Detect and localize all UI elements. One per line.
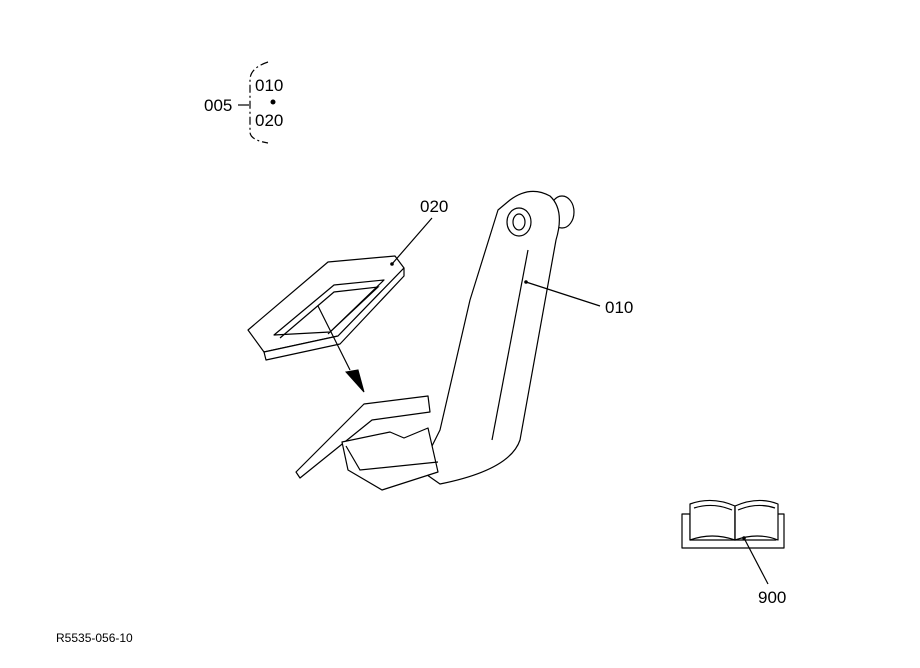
callout-arm-label: 010 [605, 298, 633, 317]
assembly-legend: 005 010 020 [204, 61, 283, 144]
callout-arm: 010 [524, 280, 633, 317]
pedal-pad [247, 255, 405, 361]
drawing-code: R5535-056-10 [56, 631, 133, 645]
assembly-bracket [249, 61, 269, 144]
assembly-member-top: 010 [255, 76, 283, 95]
assembly-group-label: 005 [204, 96, 232, 115]
assembly-arrow [317, 305, 365, 393]
callout-manual: 900 [742, 536, 786, 607]
pedal-arm [419, 190, 575, 485]
callout-pad-label: 020 [420, 197, 448, 216]
pedal-plate [295, 395, 439, 491]
assembly-dot [270, 99, 276, 105]
manual-book-icon [681, 499, 785, 549]
assembly-member-bottom: 020 [255, 111, 283, 130]
callout-pad: 020 [390, 197, 448, 266]
callout-manual-label: 900 [758, 588, 786, 607]
